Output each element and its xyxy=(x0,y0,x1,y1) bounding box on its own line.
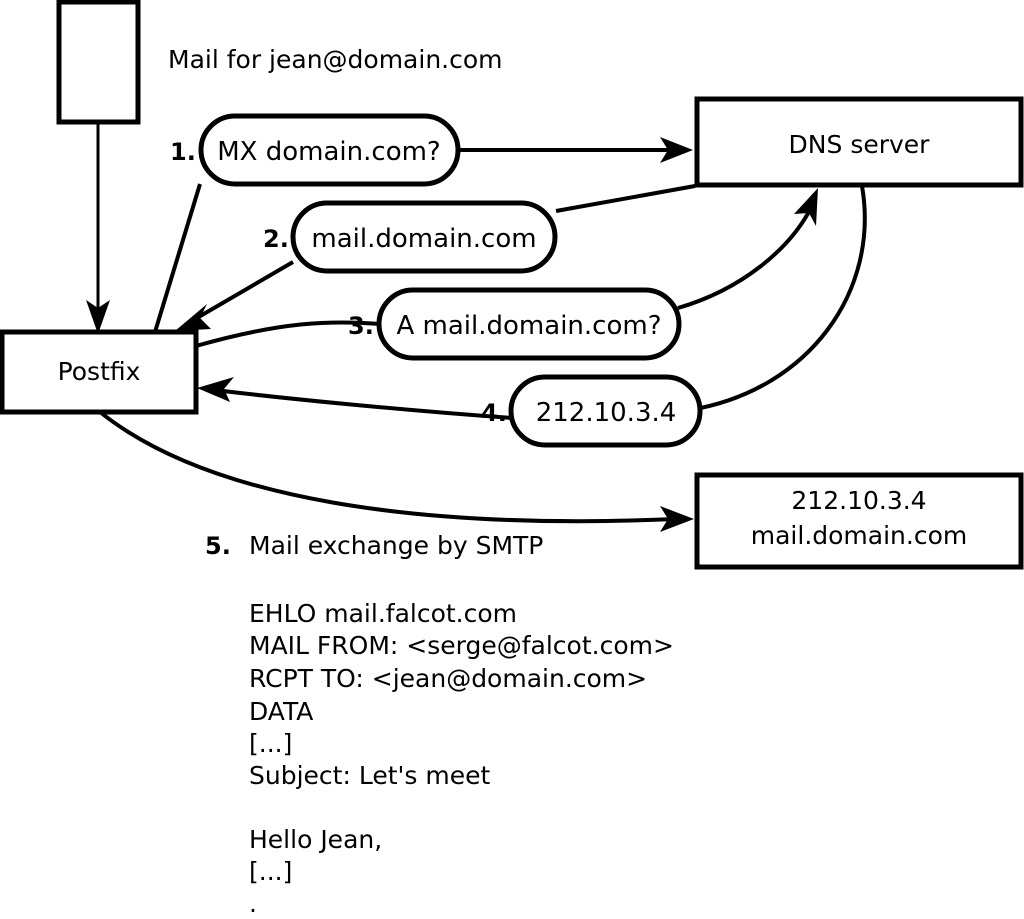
step-4-bubble xyxy=(508,374,703,448)
dns-server-label: DNS server xyxy=(789,130,931,159)
postfix-label: Postfix xyxy=(58,357,141,386)
step-5-label: Mail exchange by SMTP xyxy=(249,531,543,560)
dns-server-box xyxy=(694,96,1024,188)
step-3-number: 3. xyxy=(348,312,374,340)
smtp-line-0: EHLO mail.falcot.com xyxy=(249,599,517,628)
step-1-label: MX domain.com? xyxy=(217,137,440,167)
edge-postfix-to-step1 xyxy=(153,183,202,333)
edge-dns-to-step2 xyxy=(555,184,696,213)
step-4-number: 4. xyxy=(481,399,507,427)
remote-mail-server-ip: 212.10.3.4 xyxy=(791,486,926,515)
smtp-line-8: [...] xyxy=(249,857,292,886)
edge-step4-to-postfix xyxy=(197,377,513,420)
smtp-line-1: MAIL FROM: <serge@falcot.com> xyxy=(249,631,674,660)
edge-postfix-to-step3 xyxy=(195,320,381,348)
edge-dns-to-step4 xyxy=(689,185,867,412)
smtp-line-4: [...] xyxy=(249,729,292,758)
step-3-bubble xyxy=(376,287,682,361)
mail-for-caption: Mail for jean@domain.com xyxy=(168,45,503,74)
step-1-number: 1. xyxy=(170,138,196,166)
edge-sender-to-postfix xyxy=(86,122,110,334)
sender-box xyxy=(56,0,141,125)
remote-mail-server-host: mail.domain.com xyxy=(751,521,967,550)
edge-step1-to-dns xyxy=(458,137,693,163)
smtp-line-3: DATA xyxy=(249,697,313,726)
step-3-label: A mail.domain.com? xyxy=(397,311,662,341)
step-2-bubble xyxy=(290,200,558,274)
smtp-line-7: Hello Jean, xyxy=(249,825,382,854)
remote-mail-server-box xyxy=(694,472,1024,570)
smtp-line-9: . xyxy=(249,889,257,918)
edge-step3-to-dns xyxy=(677,188,818,310)
step-2-label: mail.domain.com xyxy=(311,224,536,254)
step-1-bubble xyxy=(198,113,461,187)
step-2-number: 2. xyxy=(263,225,289,253)
smtp-line-5: Subject: Let's meet xyxy=(249,761,490,790)
edge-step2-to-postfix xyxy=(175,260,295,331)
postfix-box xyxy=(0,329,199,415)
step-5-number: 5. xyxy=(205,532,231,560)
edge-postfix-to-remote-server xyxy=(98,410,694,532)
step-4-label: 212.10.3.4 xyxy=(536,398,677,428)
smtp-line-2: RCPT TO: <jean@domain.com> xyxy=(249,664,647,693)
